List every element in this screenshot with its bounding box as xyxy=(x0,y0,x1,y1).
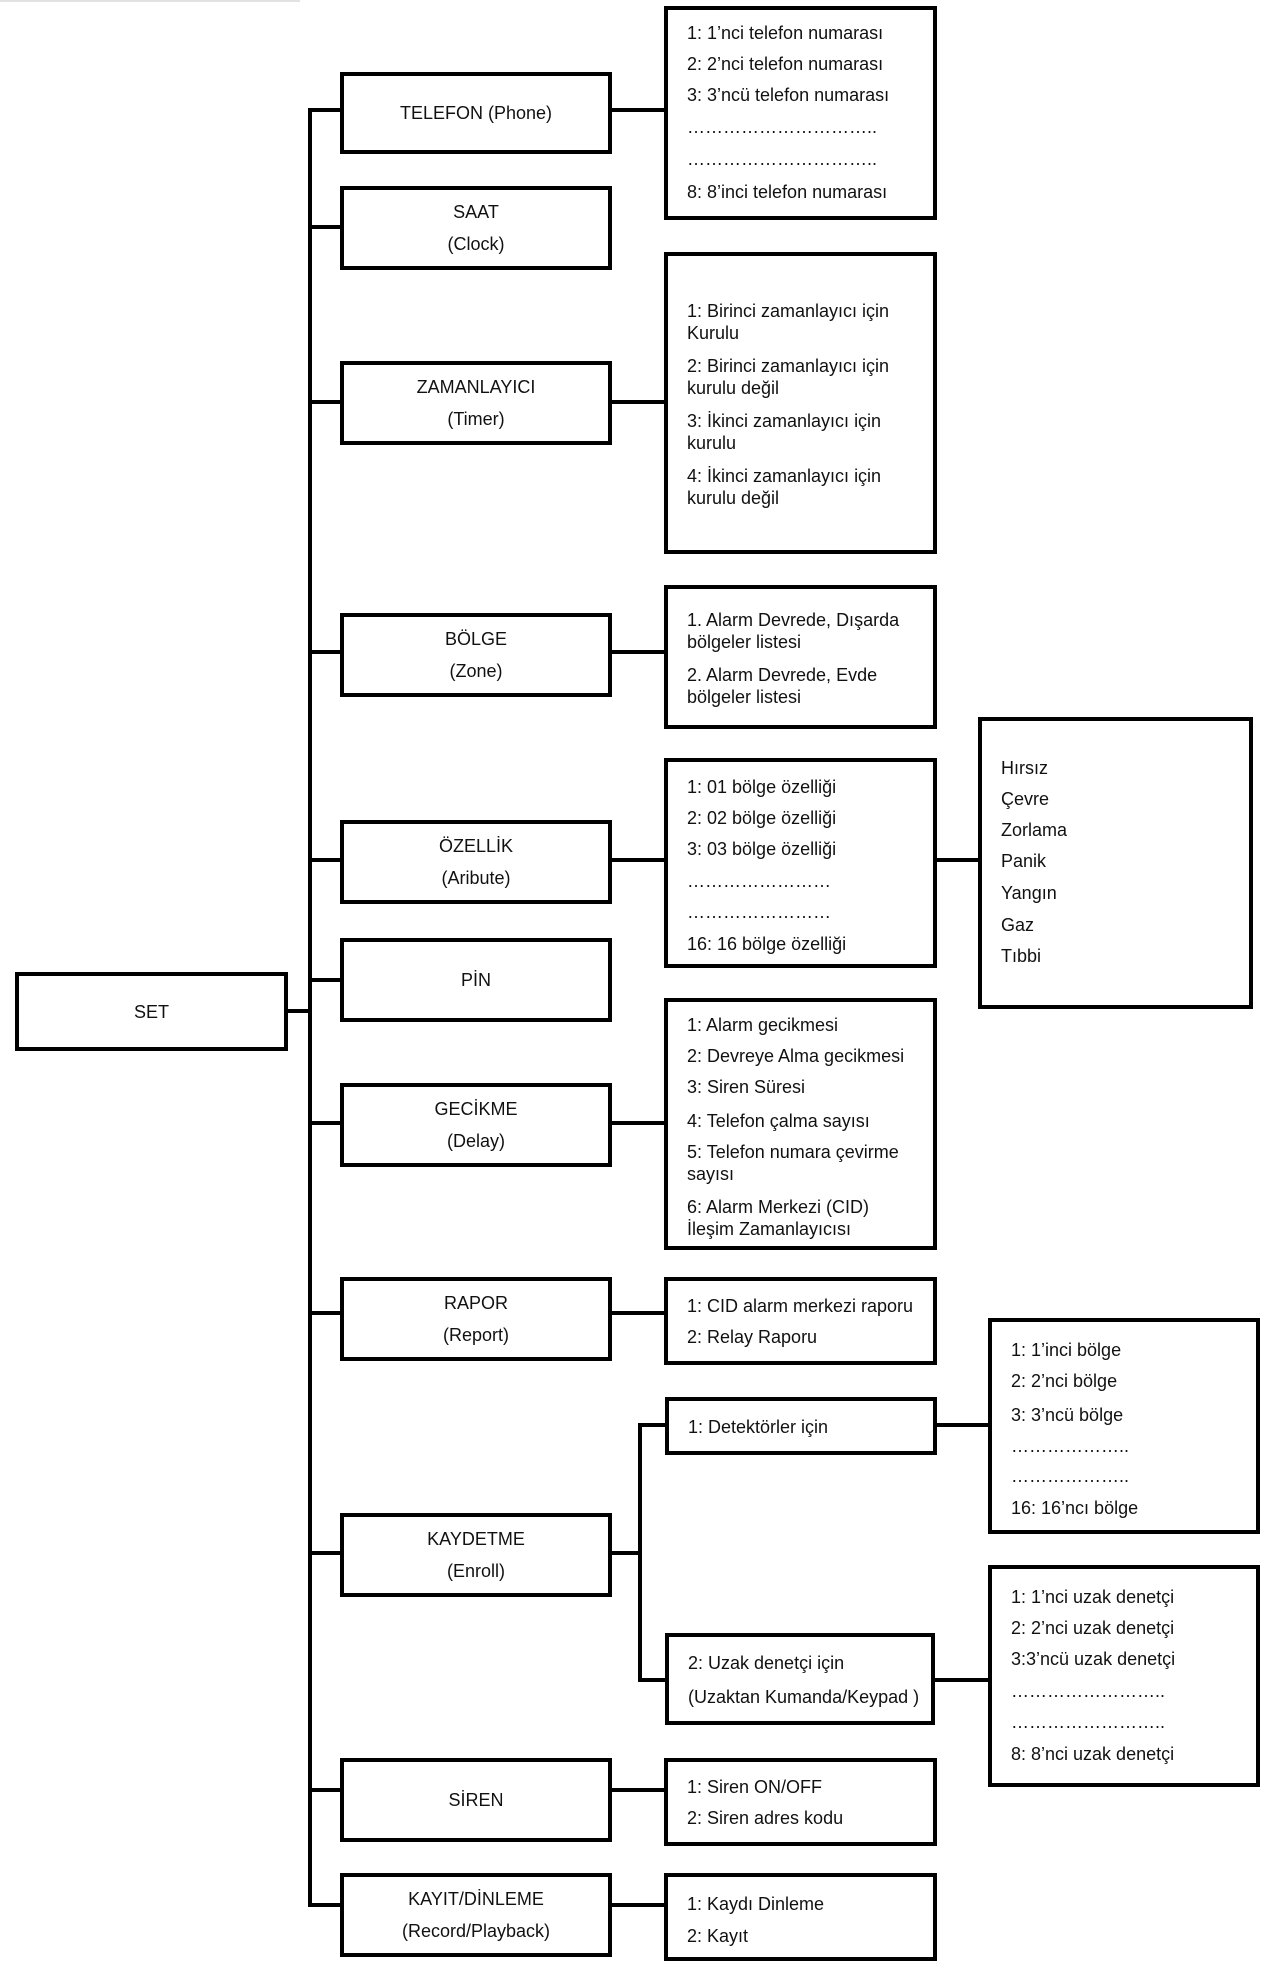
saat-title: SAAT xyxy=(453,202,499,222)
ozellik-list-box: 1: 01 bölge özelliği 2: 02 bölge özelliğ… xyxy=(664,758,937,968)
list-item: 1: Siren ON/OFF xyxy=(687,1777,823,1797)
siren-box: SİREN xyxy=(340,1758,612,1842)
list-item: ……………….. xyxy=(1011,1466,1130,1486)
list-item: 2: 2’nci bölge xyxy=(1011,1371,1118,1391)
list-item: 2: 2’nci uzak denetçi xyxy=(1011,1618,1175,1638)
type-item: Panik xyxy=(1001,851,1047,871)
list-item: 8: 8’nci uzak denetçi xyxy=(1011,1744,1175,1764)
list-item: 1: CID alarm merkezi raporu xyxy=(687,1296,914,1316)
gecikme-title: GECİKME xyxy=(434,1099,518,1119)
pin-box: PİN xyxy=(340,938,612,1022)
siren-title: SİREN xyxy=(448,1790,504,1810)
kaydetme-subtitle: (Enroll) xyxy=(446,1561,505,1581)
detector-label: 1: Detektörler için xyxy=(688,1417,829,1437)
detector-box: 1: Detektörler için xyxy=(665,1397,937,1455)
list-item: 1: 1’inci bölge xyxy=(1011,1340,1122,1360)
saat-subtitle: (Clock) xyxy=(447,234,505,254)
list-item: 3: Siren Süresi xyxy=(687,1077,806,1097)
bolge-list-box: 1. Alarm Devrede, Dışarda bölgeler liste… xyxy=(664,585,937,729)
list-item: 2: Relay Raporu xyxy=(687,1327,818,1347)
zamanlayici-subtitle: (Timer) xyxy=(447,409,505,429)
kayit-subtitle: (Record/Playback) xyxy=(401,1921,551,1941)
list-item: 3: 03 bölge özelliği xyxy=(687,839,837,859)
remote-label: 2: Uzak denetçi için xyxy=(688,1653,845,1673)
kaydetme-title: KAYDETME xyxy=(427,1529,525,1549)
list-item: 1: 1’nci telefon numarası xyxy=(687,23,884,43)
set-root-box: SET xyxy=(15,972,288,1051)
telefon-box: TELEFON (Phone) xyxy=(340,72,612,154)
list-item: 8: 8’inci telefon numarası xyxy=(687,182,888,202)
list-item: 1: 1’nci uzak denetçi xyxy=(1011,1587,1175,1607)
list-item: …………………….. xyxy=(1011,1681,1166,1701)
telefon-list-box: 1: 1’nci telefon numarası 2: 2’nci telef… xyxy=(664,6,937,220)
bolge-subtitle: (Zone) xyxy=(449,661,503,681)
type-item: Tıbbi xyxy=(1001,946,1042,966)
list-item: 1. Alarm Devrede, Dışarda bölgeler liste… xyxy=(687,610,900,652)
rapor-box: RAPOR (Report) xyxy=(340,1277,612,1361)
list-item: 2: 2’nci telefon numarası xyxy=(687,54,884,74)
kayit-title: KAYIT/DİNLEME xyxy=(408,1889,544,1909)
list-item: 2: Devreye Alma gecikmesi xyxy=(687,1046,905,1066)
kayit-list-box: 1: Kaydı Dinleme 2: Kayıt xyxy=(664,1873,937,1961)
ozellik-subtitle: (Aribute) xyxy=(441,868,511,888)
list-item: 2: Siren adres kodu xyxy=(687,1808,844,1828)
list-item: 2. Alarm Devrede, Evde bölgeler listesi xyxy=(687,665,878,707)
list-item: 4: İkinci zamanlayıcı için kurulu değil xyxy=(687,466,882,508)
list-item: …………………… xyxy=(687,871,831,891)
siren-list-box: 1: Siren ON/OFF 2: Siren adres kodu xyxy=(664,1758,937,1846)
list-item: 16: 16’ncı bölge xyxy=(1011,1498,1139,1518)
list-item: 5: Telefon numara çevirme sayısı xyxy=(687,1142,899,1184)
list-item: ………………………….. xyxy=(687,117,878,137)
list-item: …………………….. xyxy=(1011,1712,1166,1732)
top-edge-line xyxy=(0,0,300,2)
rapor-title: RAPOR xyxy=(443,1293,508,1313)
list-item: 3: İkinci zamanlayıcı için kurulu xyxy=(687,411,882,453)
list-item: 16: 16 bölge özelliği xyxy=(687,934,847,954)
list-item: 6: Alarm Merkezi (CID) İleşim Zamanlayıc… xyxy=(687,1197,870,1239)
list-item: 3:3’ncü uzak denetçi xyxy=(1011,1649,1176,1669)
zamanlayici-box: ZAMANLAYICI (Timer) xyxy=(340,361,612,445)
list-item: 1: Kaydı Dinleme xyxy=(687,1894,825,1914)
list-item: 3: 3’ncü telefon numarası xyxy=(687,85,890,105)
zamanlayici-list-box: 1: Birinci zamanlayıcı için Kurulu 2: Bi… xyxy=(664,252,937,554)
list-item: 1: 01 bölge özelliği xyxy=(687,777,837,797)
kayit-box: KAYIT/DİNLEME (Record/Playback) xyxy=(340,1873,612,1957)
ozellik-types-box: Hırsız Çevre Zorlama Panik Yangın Gaz Tı… xyxy=(978,717,1253,1009)
detector-zones-box: 1: 1’inci bölge 2: 2’nci bölge 3: 3’ncü … xyxy=(988,1318,1260,1534)
ozellik-box: ÖZELLİK (Aribute) xyxy=(340,820,612,904)
rapor-list-box: 1: CID alarm merkezi raporu 2: Relay Rap… xyxy=(664,1277,937,1365)
list-item: 2: Kayıt xyxy=(687,1926,749,1946)
list-item: 1: Birinci zamanlayıcı için Kurulu xyxy=(687,301,890,343)
kaydetme-box: KAYDETME (Enroll) xyxy=(340,1513,612,1597)
set-root-label: SET xyxy=(133,1001,169,1022)
remote-list-box: 1: 1’nci uzak denetçi 2: 2’nci uzak dene… xyxy=(988,1565,1260,1787)
type-item: Çevre xyxy=(1001,789,1050,809)
remote-label-2: (Uzaktan Kumanda/Keypad ) xyxy=(688,1687,920,1707)
ozellik-title: ÖZELLİK xyxy=(438,836,514,856)
pin-title: PİN xyxy=(460,970,491,990)
list-item: ……………….. xyxy=(1011,1436,1130,1456)
bolge-title: BÖLGE xyxy=(444,629,508,649)
type-item: Hırsız xyxy=(1001,758,1048,778)
telefon-title: TELEFON (Phone) xyxy=(399,103,553,123)
gecikme-list-box: 1: Alarm gecikmesi 2: Devreye Alma gecik… xyxy=(664,998,937,1250)
list-item: ………………………….. xyxy=(687,149,878,169)
type-item: Yangın xyxy=(1001,883,1057,903)
rapor-subtitle: (Report) xyxy=(442,1325,509,1345)
list-item: 3: 3’ncü bölge xyxy=(1011,1405,1124,1425)
list-item: 2: 02 bölge özelliği xyxy=(687,808,837,828)
saat-box: SAAT (Clock) xyxy=(340,186,612,270)
list-item: 1: Alarm gecikmesi xyxy=(687,1015,839,1035)
type-item: Gaz xyxy=(1001,915,1035,935)
list-item: 2: Birinci zamanlayıcı için kurulu değil xyxy=(687,356,890,398)
gecikme-box: GECİKME (Delay) xyxy=(340,1083,612,1167)
type-item: Zorlama xyxy=(1001,820,1068,840)
list-item: …………………… xyxy=(687,902,831,922)
gecikme-subtitle: (Delay) xyxy=(446,1131,505,1151)
bolge-box: BÖLGE (Zone) xyxy=(340,613,612,697)
list-item: 4: Telefon çalma sayısı xyxy=(687,1111,870,1131)
remote-box: 2: Uzak denetçi için (Uzaktan Kumanda/Ke… xyxy=(665,1633,935,1725)
zamanlayici-title: ZAMANLAYICI xyxy=(416,377,536,397)
